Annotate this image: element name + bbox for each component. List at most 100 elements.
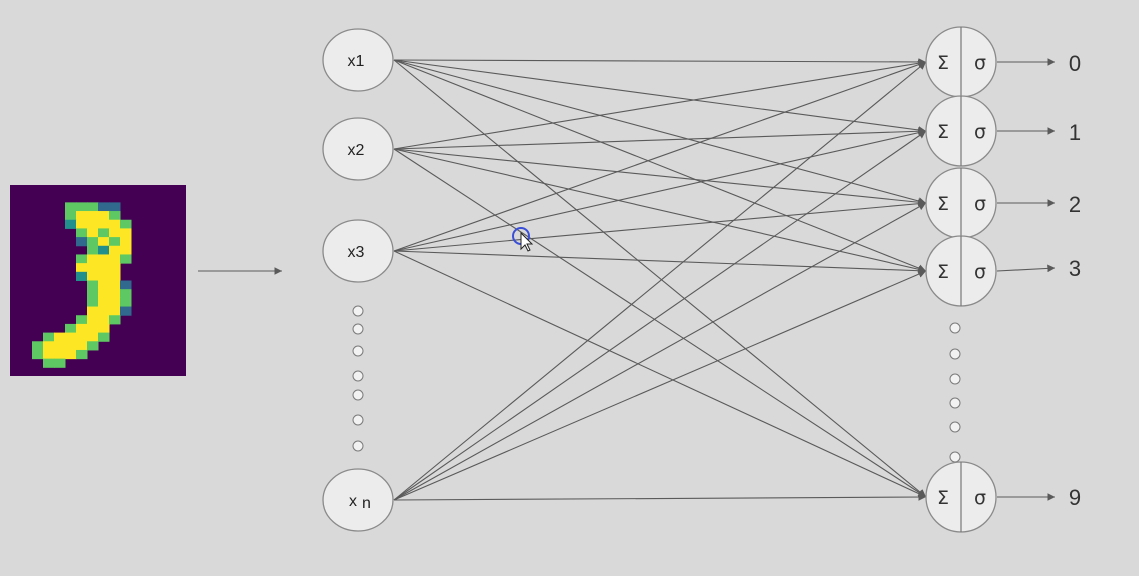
- ellipsis-dot: [352, 305, 364, 317]
- digit-pixel: [87, 306, 99, 316]
- digit-pixel: [76, 254, 88, 264]
- digit-pixel: [120, 245, 132, 255]
- activation-symbol: σ: [974, 261, 986, 283]
- input-node-subscript: n: [362, 495, 371, 512]
- connection-edge: [393, 148, 927, 207]
- digit-pixel: [109, 254, 121, 264]
- input-node-label: x: [349, 493, 357, 510]
- output-class-label: 3: [1069, 256, 1081, 281]
- digit-pixel: [87, 228, 99, 238]
- digit-pixel: [109, 263, 121, 273]
- output-arrow: [996, 264, 1056, 273]
- output-class-label: 2: [1069, 192, 1081, 217]
- digit-pixel: [98, 271, 110, 281]
- digit-pixel: [87, 271, 99, 281]
- ellipsis-dot: [352, 389, 364, 401]
- digit-pixel: [98, 289, 110, 299]
- input-node-shape: [322, 468, 394, 532]
- output-class-label: 1: [1069, 120, 1081, 145]
- digit-pixel: [65, 341, 77, 351]
- ellipsis-dot: [949, 451, 961, 463]
- digit-pixel: [87, 202, 99, 212]
- digit-pixel: [120, 219, 132, 229]
- digit-pixel: [98, 219, 110, 229]
- connection-edge: [393, 59, 927, 150]
- connection-edge: [393, 250, 927, 498]
- output-node-3: Σ σ 3: [925, 235, 1081, 307]
- activation-symbol: σ: [974, 52, 986, 74]
- digit-pixel: [98, 254, 110, 264]
- sigma-sum-symbol: Σ: [937, 52, 949, 74]
- digit-pixel: [76, 349, 88, 360]
- digit-pixel: [87, 289, 99, 299]
- digit-pixel: [87, 323, 99, 334]
- digit-pixel: [87, 245, 99, 255]
- ellipsis-dot: [949, 348, 961, 360]
- connection-edge: [393, 148, 927, 498]
- digit-pixel: [109, 202, 121, 212]
- digit-pixel: [120, 306, 132, 316]
- digit-pixel: [54, 341, 66, 351]
- digit-pixel: [76, 341, 88, 351]
- digit-pixel: [109, 297, 121, 308]
- digit-pixel: [65, 219, 77, 229]
- digit-pixel: [98, 297, 110, 308]
- digit-pixel: [109, 280, 121, 290]
- digit-pixel: [87, 237, 99, 247]
- digit-pixel: [76, 219, 88, 229]
- digit-pixel: [76, 211, 88, 221]
- digit-pixel: [120, 254, 132, 264]
- digit-pixel: [87, 332, 99, 342]
- digit-pixel: [98, 306, 110, 316]
- connection-edge: [393, 202, 927, 501]
- connection-edge: [393, 59, 927, 134]
- digit-pixel: [98, 315, 110, 325]
- digit-pixel: [43, 341, 55, 351]
- digit-pixel: [43, 358, 55, 368]
- output-ellipsis: [949, 322, 961, 463]
- digit-pixel: [109, 271, 121, 281]
- connection-edge: [393, 128, 927, 252]
- digit-pixel: [87, 315, 99, 325]
- digit-pixel: [76, 271, 88, 281]
- activation-symbol: σ: [974, 121, 986, 143]
- connection-edge: [393, 148, 927, 274]
- activation-symbol: σ: [974, 487, 986, 509]
- connection-edge: [393, 60, 927, 252]
- digit-pixel: [76, 323, 88, 334]
- activation-symbol: σ: [974, 193, 986, 215]
- input-node-label: x1: [348, 53, 365, 70]
- cursor-arrow: [520, 231, 534, 252]
- connection-edge: [393, 199, 927, 252]
- digit-pixel: [87, 297, 99, 308]
- sigma-sum-symbol: Σ: [937, 121, 949, 143]
- digit-pixel: [87, 211, 99, 221]
- connection-edge: [393, 59, 927, 205]
- digit-pixel: [109, 237, 121, 247]
- digit-pixel: [98, 323, 110, 334]
- digit-pixel: [87, 263, 99, 273]
- input-node-shape: [322, 219, 394, 283]
- digit-pixel: [109, 211, 121, 221]
- ellipsis-dot: [949, 373, 961, 385]
- input-node-x1: x1: [322, 28, 394, 92]
- input-layer: x1 x2 x3 x n: [322, 28, 394, 532]
- connection-edge: [393, 58, 927, 66]
- digit-pixel: [87, 219, 99, 229]
- digit-pixel: [109, 306, 121, 316]
- ellipsis-dot: [949, 421, 961, 433]
- output-node-1: Σ σ 1: [925, 95, 1081, 167]
- input-node-label: x3: [348, 244, 365, 261]
- ellipsis-dot: [352, 345, 364, 357]
- digit-pixel: [109, 289, 121, 299]
- digit-pixel: [87, 280, 99, 290]
- connection-edge: [393, 493, 927, 501]
- digit-pixel: [76, 315, 88, 325]
- digit-pixel: [43, 349, 55, 360]
- digit-pixel: [54, 358, 66, 368]
- ellipsis-dot: [949, 322, 961, 334]
- digit-pixel: [76, 237, 88, 247]
- connection-edge: [393, 127, 927, 150]
